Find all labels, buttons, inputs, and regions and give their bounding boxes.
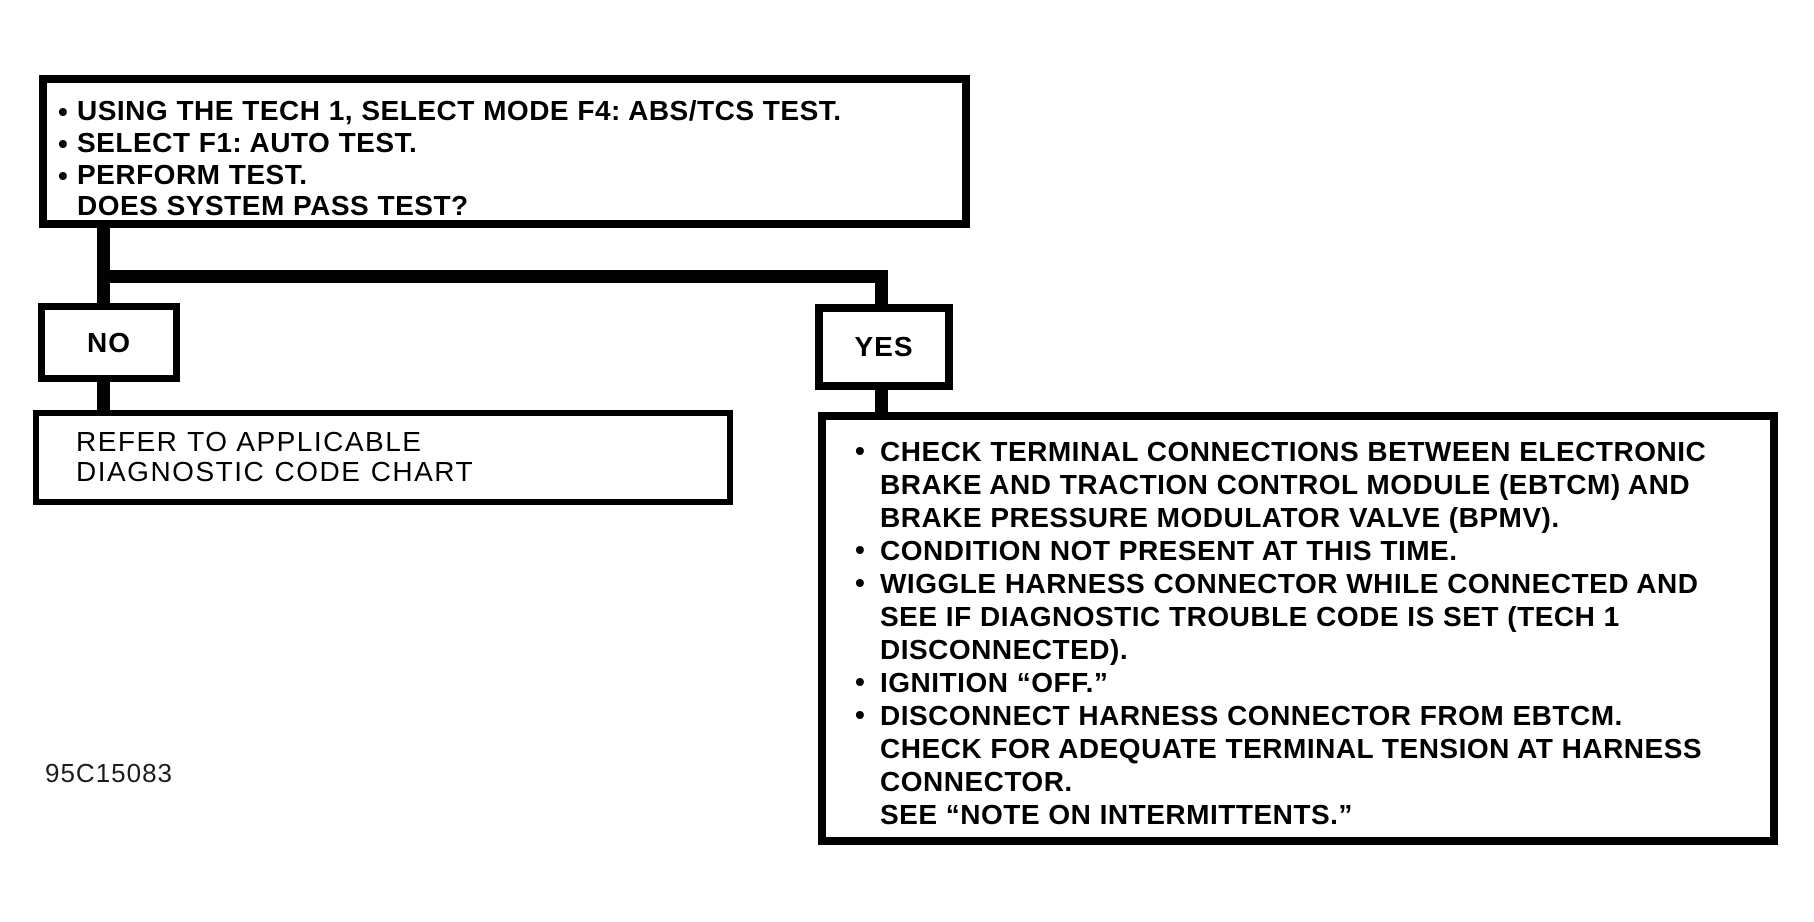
step-text: DISCONNECT HARNESS CONNECTOR FROM EBTCM.: [880, 700, 1623, 731]
bullet-icon: •: [58, 96, 69, 127]
bullet-icon: •: [855, 534, 866, 565]
bullet-icon: •: [855, 699, 866, 730]
step-text: SEE “NOTE ON INTERMITTENTS.”: [880, 799, 1353, 830]
list-item: • SELECT F1: AUTO TEST.: [58, 127, 954, 160]
step-text: DISCONNECTED).: [880, 634, 1129, 665]
step-text: BRAKE AND TRACTION CONTROL MODULE (EBTCM…: [880, 469, 1691, 500]
bullet-icon: •: [855, 435, 866, 466]
step-text: IGNITION “OFF.”: [880, 667, 1109, 698]
figure-id-label: 95C15083: [45, 758, 173, 788]
bullet-icon: •: [855, 567, 866, 598]
list-item: • IGNITION “OFF.”: [855, 666, 1760, 699]
no-label: NO: [87, 326, 131, 358]
connector-line-right-vertical: [875, 270, 888, 308]
step-text: WIGGLE HARNESS CONNECTOR WHILE CONNECTED…: [880, 568, 1699, 599]
step-text: SEE IF DIAGNOSTIC TROUBLE CODE IS SET (T…: [880, 601, 1620, 632]
step-text: PERFORM TEST.: [77, 159, 308, 190]
start-step-box: • USING THE TECH 1, SELECT MODE F4: ABS/…: [39, 75, 970, 228]
step-text: SELECT F1: AUTO TEST.: [77, 127, 418, 158]
connector-line-yes-to-result: [875, 386, 888, 415]
bullet-icon: •: [58, 160, 69, 191]
step-text: CHECK TERMINAL CONNECTIONS BETWEEN ELECT…: [880, 436, 1707, 467]
step-text: BRAKE PRESSURE MODULATOR VALVE (BPMV).: [880, 502, 1560, 533]
step-text: CHECK FOR ADEQUATE TERMINAL TENSION AT H…: [880, 733, 1703, 764]
yes-branch-box: YES: [815, 304, 953, 390]
step-text: CONNECTOR.: [880, 766, 1073, 797]
step-text: CONDITION NOT PRESENT AT THIS TIME.: [880, 535, 1458, 566]
bullet-icon: •: [855, 666, 866, 697]
list-item: • CHECK TERMINAL CONNECTIONS BETWEEN ELE…: [855, 435, 1760, 534]
list-item: • USING THE TECH 1, SELECT MODE F4: ABS/…: [58, 95, 954, 128]
connector-line-horizontal: [97, 270, 888, 283]
list-item: • WIGGLE HARNESS CONNECTOR WHILE CONNECT…: [855, 567, 1760, 666]
connector-line-left-vertical: [97, 224, 110, 306]
list-item: • DISCONNECT HARNESS CONNECTOR FROM EBTC…: [855, 699, 1760, 831]
list-item: • CONDITION NOT PRESENT AT THIS TIME.: [855, 534, 1760, 567]
connector-line-no-to-result: [97, 378, 110, 413]
result-text: DIAGNOSTIC CODE CHART: [76, 456, 475, 487]
yes-result-box: • CHECK TERMINAL CONNECTIONS BETWEEN ELE…: [818, 412, 1778, 845]
no-branch-box: NO: [38, 303, 180, 382]
yes-label: YES: [854, 331, 914, 362]
step-question: DOES SYSTEM PASS TEST?: [77, 189, 469, 221]
bullet-icon: •: [58, 128, 69, 159]
list-item: • PERFORM TEST. DOES SYSTEM PASS TEST?: [58, 159, 954, 221]
step-text: USING THE TECH 1, SELECT MODE F4: ABS/TC…: [77, 95, 842, 126]
no-result-box: REFER TO APPLICABLE DIAGNOSTIC CODE CHAR…: [33, 410, 733, 505]
result-text: REFER TO APPLICABLE: [76, 426, 423, 457]
